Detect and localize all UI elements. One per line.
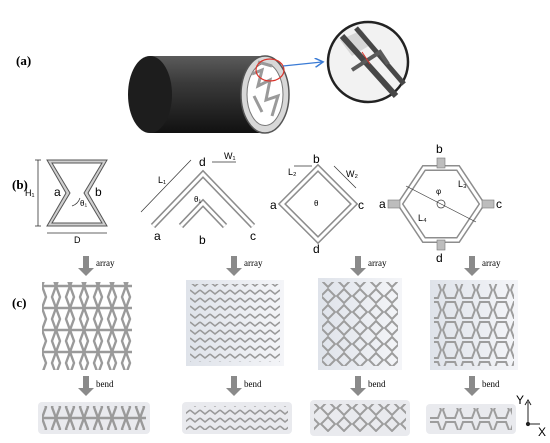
cell1-dim-h: H₁ bbox=[25, 188, 35, 198]
cell2-label-d: d bbox=[199, 155, 206, 169]
cell3-dim-theta: θ bbox=[314, 199, 319, 208]
cell4-dim-phi: φ bbox=[436, 187, 442, 196]
cell-reentrant bbox=[35, 159, 108, 234]
cell4-label-b: b bbox=[436, 142, 443, 156]
cell3-label-c: c bbox=[358, 198, 364, 212]
bend-step-label-4: bend bbox=[482, 379, 500, 389]
cell4-dim-l4: L₄ bbox=[418, 213, 427, 223]
cell-chevron bbox=[140, 159, 256, 229]
array-step-label-4: array bbox=[482, 258, 501, 268]
array-step-label-1: array bbox=[96, 258, 115, 268]
bend-step-label-3: bend bbox=[368, 379, 386, 389]
cell4-label-a: a bbox=[379, 197, 386, 211]
array-step-label-2: array bbox=[244, 258, 263, 268]
cell2-dim-w: W₁ bbox=[224, 151, 236, 161]
panel-label-b: (b) bbox=[12, 177, 28, 192]
magnified-view bbox=[326, 20, 410, 104]
coordinate-axes bbox=[524, 399, 540, 427]
cell2-label-a: a bbox=[154, 229, 161, 243]
cell1-dim-d: D bbox=[74, 235, 81, 245]
panel-label-c: (c) bbox=[12, 295, 27, 310]
cell2-label-b: b bbox=[199, 233, 206, 247]
array-reentrant bbox=[42, 282, 132, 370]
cell2-dim-theta: θ₁ bbox=[194, 195, 202, 204]
tube-back-end bbox=[128, 56, 172, 133]
array-diamond bbox=[318, 278, 402, 370]
panel-label-a: (a) bbox=[16, 53, 32, 68]
cell2-dim-l: L₁ bbox=[158, 175, 167, 185]
magnify-arrow bbox=[282, 62, 322, 66]
bend-arrows bbox=[78, 376, 480, 396]
callout-circle bbox=[255, 58, 285, 82]
cell3-label-b: b bbox=[313, 152, 320, 166]
array-chevron bbox=[186, 280, 284, 366]
array-arrows bbox=[78, 256, 480, 276]
cell4-dim-l3: L₃ bbox=[458, 179, 467, 189]
array-hexagon bbox=[430, 280, 518, 370]
bent-reentrant bbox=[38, 402, 150, 434]
bent-diamond bbox=[310, 400, 410, 436]
cell1-label-b: b bbox=[95, 185, 102, 199]
bent-chevron bbox=[182, 402, 292, 434]
cell-hexagon bbox=[387, 157, 495, 251]
cell-diamond bbox=[277, 163, 359, 245]
cell4-label-d: d bbox=[436, 251, 443, 265]
cell2-label-c: c bbox=[250, 229, 256, 243]
cell4-label-c: c bbox=[496, 197, 502, 211]
bend-step-label-2: bend bbox=[244, 379, 262, 389]
stent-tube bbox=[128, 55, 290, 134]
cell3-label-a: a bbox=[270, 198, 277, 212]
axis-y-label: Y bbox=[516, 393, 525, 407]
array-step-label-3: array bbox=[368, 258, 387, 268]
bent-hexagon bbox=[426, 404, 516, 434]
cell1-dim-theta: θ₁ bbox=[80, 199, 88, 208]
bend-step-label-1: bend bbox=[96, 379, 114, 389]
cell3-dim-w: W₂ bbox=[346, 169, 358, 179]
axis-x-label: X bbox=[538, 425, 547, 439]
cell3-dim-l: L₂ bbox=[288, 167, 297, 177]
cell3-label-d: d bbox=[313, 242, 320, 256]
cell1-label-a: a bbox=[54, 185, 61, 199]
